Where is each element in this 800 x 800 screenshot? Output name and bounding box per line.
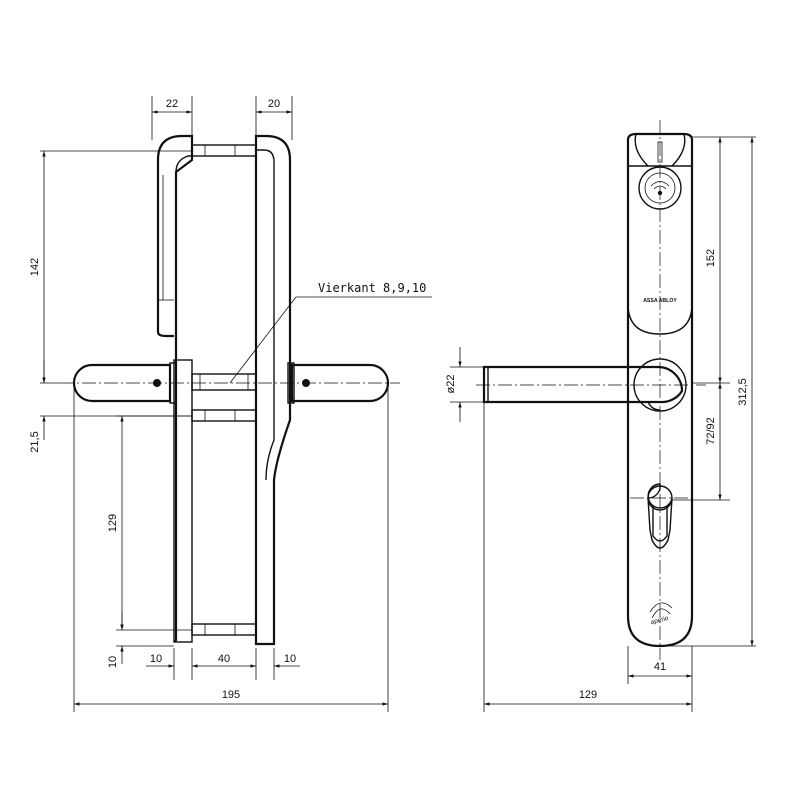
side-view: 22 20 142 21,5 129 10 10 40 10 195 Vierk… — [29, 96, 432, 712]
spindle-label: Vierkant 8,9,10 — [318, 281, 426, 295]
through-bolt-mid — [191, 409, 257, 422]
dim-72-92: 72/92 — [705, 417, 717, 445]
dim-top-20: 20 — [268, 98, 280, 110]
dim-41: 41 — [654, 661, 666, 673]
dim-152: 152 — [705, 249, 717, 267]
dim-top-22: 22 — [166, 98, 178, 110]
through-bolt-top — [191, 144, 257, 157]
logo-text: aperio — [650, 615, 670, 627]
front-view: ASSA ABLOY aperio — [445, 120, 756, 712]
dim-21-5: 21,5 — [29, 431, 41, 452]
dim-diameter-22: ø22 — [445, 375, 457, 394]
outer-plate — [156, 134, 194, 643]
dim-total-195: 195 — [222, 689, 240, 701]
dim-129-front: 129 — [579, 689, 597, 701]
through-bolt-bottom — [191, 623, 257, 636]
dim-bottom-40: 40 — [218, 653, 230, 665]
dim-bottom-10a: 10 — [150, 653, 162, 665]
dim-bottom-10b: 10 — [284, 653, 296, 665]
dim-bottom-10-left: 10 — [107, 656, 119, 668]
inner-plate — [254, 134, 292, 646]
dim-129-side: 129 — [107, 514, 119, 532]
dim-142: 142 — [29, 258, 41, 276]
dim-312-5: 312,5 — [737, 378, 749, 406]
spindle — [191, 373, 257, 391]
aperio-logo-icon: aperio — [649, 602, 673, 627]
